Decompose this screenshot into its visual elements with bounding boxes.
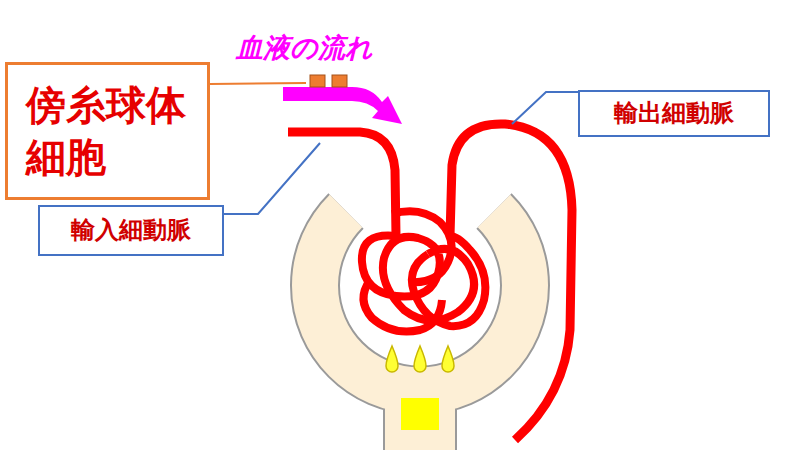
flow-label: 血液の流れ — [236, 30, 373, 66]
leader-line — [224, 143, 320, 214]
vessel-label-box: 輸入細動脈 — [38, 205, 224, 256]
afferent-arteriole — [288, 132, 396, 236]
efferent-arteriole — [450, 124, 572, 440]
cell-label-box: 傍糸球体 細胞 — [5, 62, 210, 200]
juxtaglomerular-cell — [332, 75, 347, 87]
label-text: 傍糸球体 細胞 — [26, 79, 197, 183]
label-text: 輸出細動脈 — [594, 98, 754, 129]
glomerular-tuft — [362, 211, 485, 331]
juxtaglomerular-cell — [310, 75, 325, 87]
bowman-capsule — [315, 211, 525, 390]
filtrate-drops — [386, 346, 454, 372]
leader-line — [210, 83, 306, 84]
blood-flow-arrow — [283, 87, 402, 124]
capsule-tube — [385, 370, 455, 450]
filtrate — [401, 398, 439, 430]
bowman-capsule-outline — [315, 211, 525, 390]
vessel-label-box: 輸出細動脈 — [578, 90, 770, 137]
leader-line — [512, 92, 578, 124]
label-text: 輸入細動脈 — [54, 215, 208, 246]
